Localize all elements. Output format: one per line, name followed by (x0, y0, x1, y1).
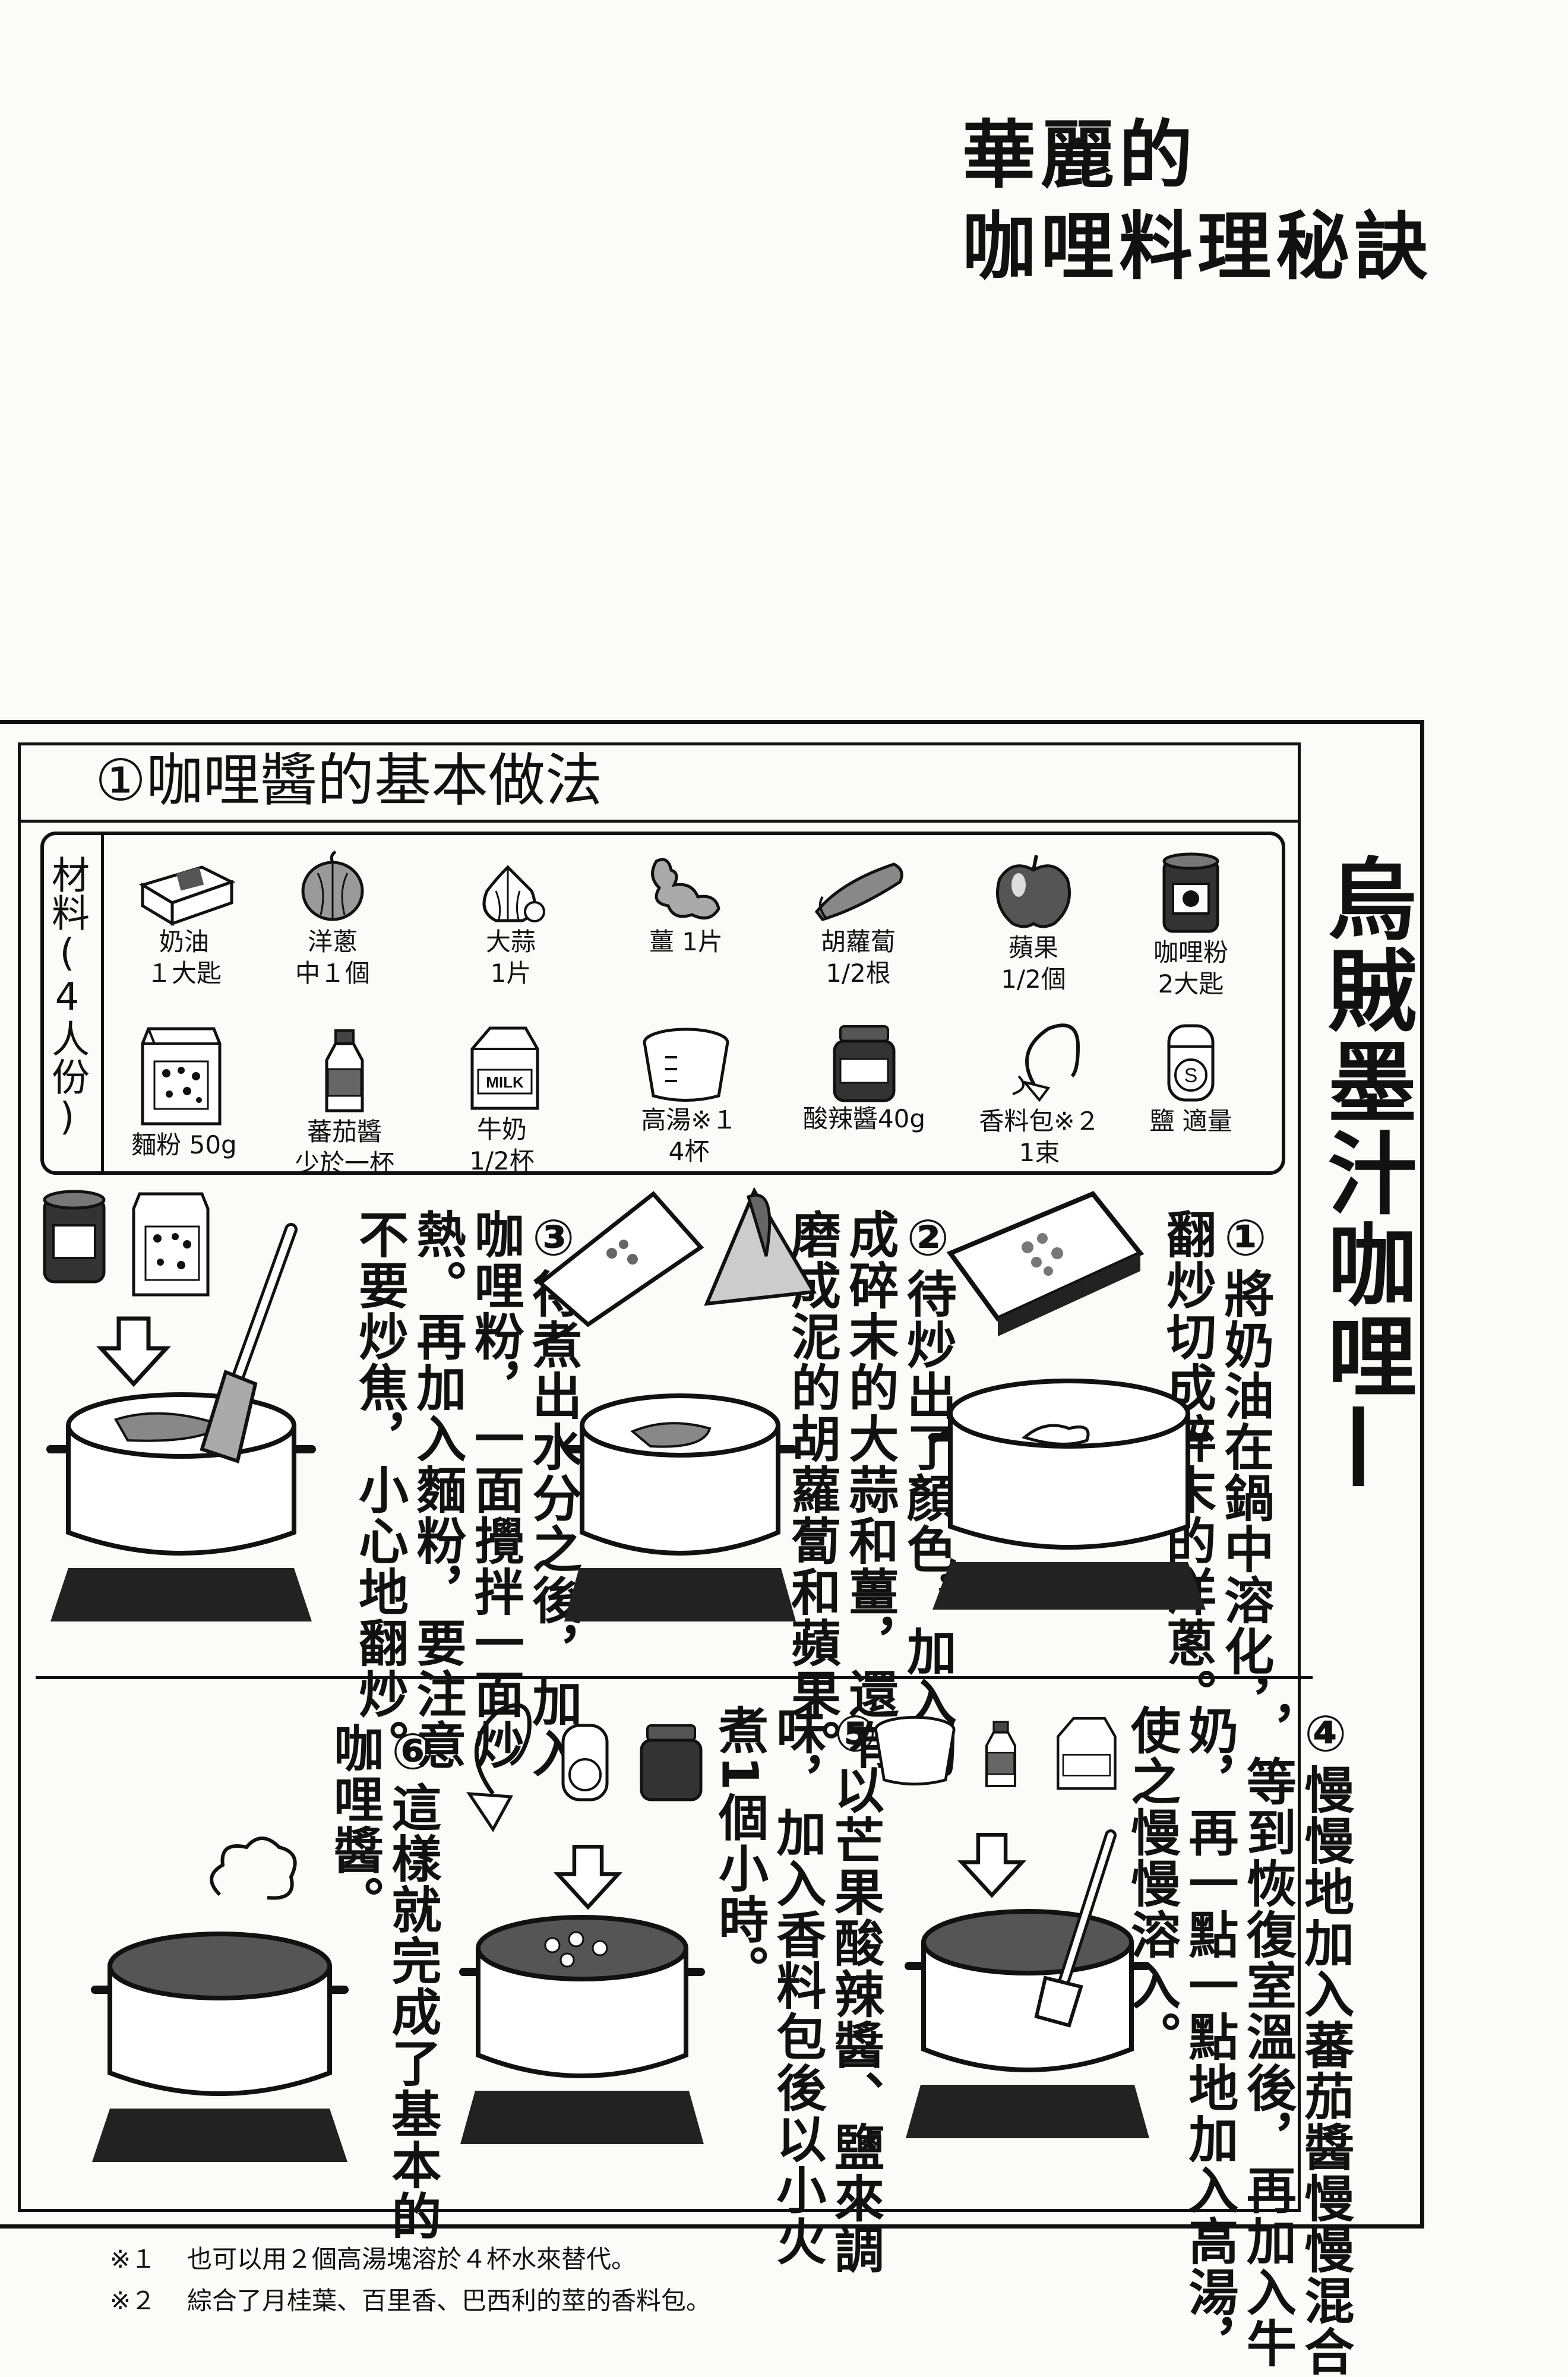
footnote-mark: ※２ (110, 2286, 156, 2315)
footnote-2: ※２ 綜合了月桂葉、百里香、巴西利的莖的香料包。 (110, 2281, 711, 2317)
ingredient-flour: 麵粉 50g (110, 1017, 258, 1161)
step-6-text: ⑥這樣就完成了基本的 咖哩醬。 (325, 1722, 442, 2242)
step-4-text: ④慢慢地加入蕃茄醬慢慢混合 ，等到恢復室溫後，再加入牛 奶，再一點一點地加入高湯… (1123, 1705, 1355, 2377)
curry-can-step-3 (43, 1190, 106, 1284)
measuring-cup-step-4 (874, 1716, 956, 1786)
pot-illustration-step-4 (905, 1909, 1150, 2138)
ingredient-curry-powder: 咖哩粉 2大匙 (1117, 848, 1265, 1000)
materials-box (40, 832, 1285, 1175)
ingredient-carrot: 胡蘿蔔 1/2根 (784, 855, 932, 989)
butter-box-icon (138, 865, 236, 927)
down-arrow-step-3 (96, 1316, 171, 1387)
ingredient-name: 蘋果 1/2個 (1001, 933, 1066, 994)
ingredient-name: 酸辣醬40g (802, 1104, 926, 1133)
ingredient-name: 香料包※２ 1束 (979, 1107, 1100, 1167)
materials-divider (101, 832, 104, 1175)
heading-line2: 咖哩料理秘訣 (962, 204, 1433, 290)
ketchup-bottle-step-4 (985, 1721, 1016, 1787)
flour-bag-step-3 (132, 1192, 210, 1297)
recipe-frame-outer (0, 720, 1424, 2229)
steam-step-6 (210, 1837, 297, 1900)
cutting-board-step-2 (537, 1191, 704, 1327)
ingredient-name: 咖哩粉 2大匙 (1153, 938, 1228, 998)
steps-row-divider (36, 1676, 1313, 1679)
ketchup-bottle-icon (325, 1029, 364, 1112)
carrot-icon (814, 862, 903, 921)
curry-can-icon (1162, 852, 1219, 933)
pot-illustration-step-1 (928, 1379, 1210, 1610)
ingredient-name: 胡蘿蔔 1/2根 (820, 927, 896, 988)
herb-bundle-step-5 (466, 1703, 532, 1832)
ingredient-milk: MILK 牛奶 1/2杯 (428, 1019, 576, 1177)
measuring-cup-icon (643, 1028, 729, 1102)
title-divider (18, 820, 1301, 823)
ingredient-name: 蕃茄醬 少於一杯 (294, 1117, 394, 1178)
ingredient-butter: 奶油 １大匙 (110, 849, 258, 989)
ingredient-ketchup: 蕃茄醬 少於一杯 (270, 1028, 419, 1179)
footnote-mark: ※１ (110, 2245, 156, 2274)
garlic-icon (482, 865, 545, 922)
recipe-frame-inner (18, 742, 1301, 2212)
chutney-jar-step-5 (640, 1724, 703, 1801)
heading-line1: 華麗的 (962, 113, 1198, 198)
ingredient-name: 麵粉 50g (131, 1130, 237, 1159)
ingredient-name: 洋蔥 中１個 (295, 927, 370, 988)
ingredient-garlic: 大蒜 1片 (437, 855, 585, 989)
herb-bundle-icon (1012, 1023, 1080, 1102)
ingredient-apple: 蘋果 1/2個 (959, 849, 1108, 995)
side-title: 烏賊墨汁咖哩— (1313, 853, 1416, 1493)
salt-shaker-step-5 (561, 1724, 609, 1801)
apple-icon (996, 855, 1071, 928)
ingredient-name: 大蒜 1片 (485, 927, 536, 988)
ginger-icon (651, 858, 720, 920)
grater-step-2 (704, 1187, 817, 1306)
pot-illustration-step-2 (563, 1393, 797, 1621)
down-arrow-step-5 (553, 1845, 623, 1910)
ladle-step-4 (1034, 1829, 1117, 2028)
pot-illustration-step-5 (459, 1915, 705, 2144)
footnote-text: 也可以用２個高湯塊溶於４杯水來替代。 (187, 2245, 637, 2274)
spatula-step-3 (200, 1223, 298, 1464)
salt-shaker-icon: S (1167, 1024, 1215, 1102)
milk-carton-icon: MILK (470, 1026, 539, 1110)
ingredient-onion: 洋蔥 中１個 (258, 849, 407, 989)
cutting-board-step-1 (946, 1191, 1145, 1336)
footnote-1: ※１ 也可以用２個高湯塊溶於４杯水來替代。 (110, 2239, 636, 2275)
materials-label: 材料(4人份) (45, 855, 89, 1139)
onion-icon (301, 850, 364, 921)
ingredient-herbs: 香料包※２ 1束 (965, 1017, 1114, 1168)
milk-carton-step-4 (1057, 1717, 1117, 1790)
down-arrow-step-4 (957, 1833, 1027, 1898)
ingredient-name: 奶油 １大匙 (146, 927, 222, 988)
ingredient-chutney: 酸辣醬40g (790, 1020, 938, 1135)
ingredient-salt: S 鹽 適量 (1117, 1017, 1265, 1137)
flour-bag-icon (141, 1027, 222, 1126)
ingredient-name: 高湯※１ 4杯 (641, 1105, 737, 1166)
chutney-jar-icon (833, 1025, 896, 1102)
salt-label: S (1184, 1064, 1198, 1087)
ingredient-name: 鹽 適量 (1149, 1107, 1232, 1136)
milk-label: MILK (486, 1073, 524, 1091)
footnote-text: 綜合了月桂葉、百里香、巴西利的莖的香料包。 (187, 2286, 712, 2315)
ingredient-stock: 高湯※１ 4杯 (615, 1022, 763, 1167)
ingredient-name: 牛奶 1/2杯 (469, 1115, 535, 1175)
step-5-text: ⑤以芒果酸辣醬、鹽來調 味，加入香料包後以小火 煮1個小時。 (710, 1705, 885, 2275)
pot-illustration-step-6 (91, 1932, 349, 2162)
ingredient-ginger: 薑 1片 (612, 849, 760, 958)
ingredient-name: 薑 1片 (649, 927, 723, 956)
section-title: ①咖哩醬的基本做法 (95, 747, 603, 814)
